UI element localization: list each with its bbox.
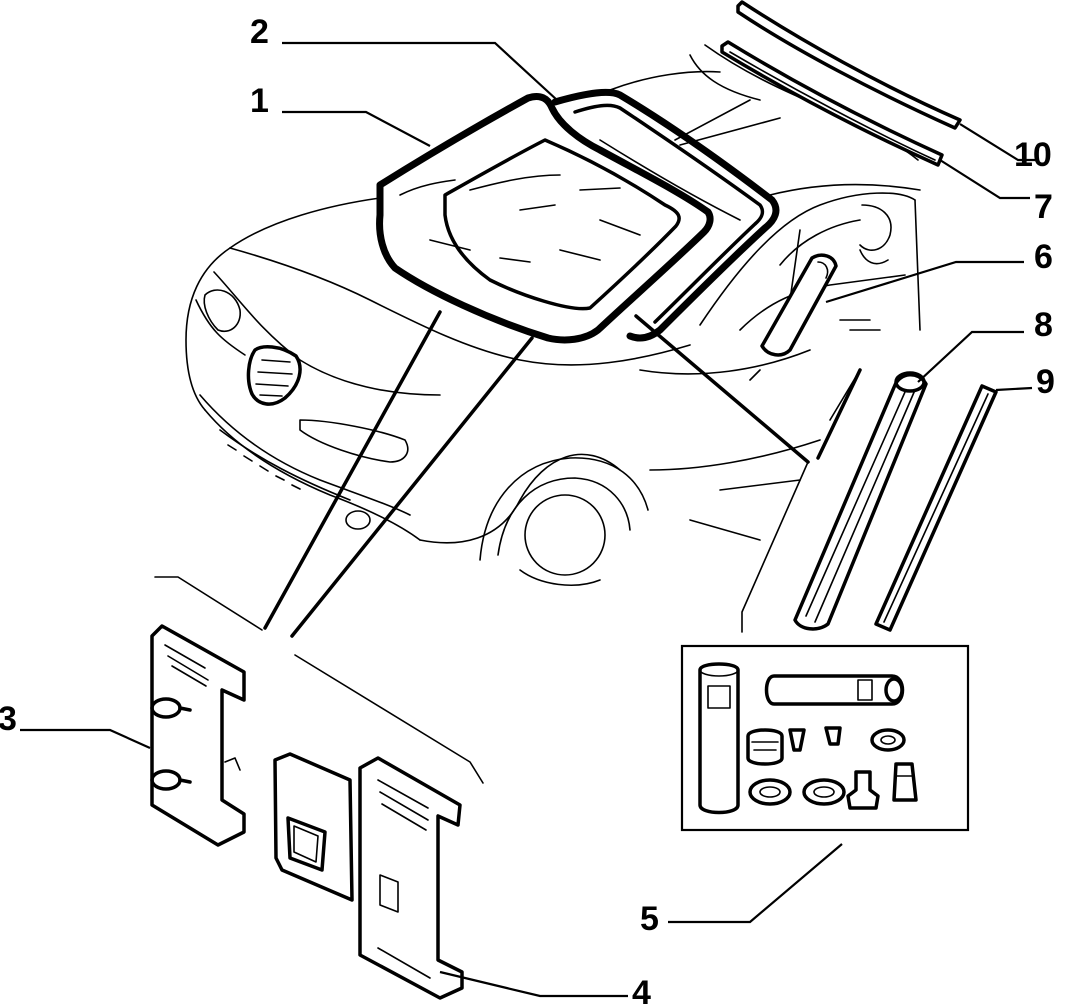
side-moulding-icon	[874, 384, 998, 632]
callout-5: 5	[640, 900, 659, 938]
callout-7: 7	[1034, 188, 1053, 226]
callout-leaders	[20, 41, 1036, 998]
callout-8: 8	[1034, 306, 1053, 344]
car-outline-icon	[185, 44, 921, 586]
leader-ray	[290, 336, 534, 638]
leader-ray	[741, 461, 809, 633]
mounting-bracket-icon	[273, 752, 464, 1000]
windscreen-seal-icon	[551, 88, 780, 342]
callout-10: 10	[1014, 136, 1052, 174]
callout-6: 6	[1034, 238, 1053, 276]
callout-9: 9	[1036, 363, 1055, 401]
roof-moulding-icon	[736, 0, 962, 130]
windscreen-glass-icon	[376, 92, 714, 344]
callout-3: 3	[0, 700, 17, 738]
leader-ray	[154, 576, 263, 631]
side-seal-icon	[793, 371, 928, 631]
callout-4: 4	[632, 974, 651, 1008]
callout-2: 2	[250, 13, 269, 51]
callout-1: 1	[250, 82, 269, 120]
leader-ray	[816, 368, 862, 460]
bonding-kit-icon	[680, 644, 970, 832]
mounting-clip-icon	[150, 624, 246, 847]
pillar-trim-icon	[760, 253, 838, 357]
leader-ray	[634, 314, 810, 464]
leader-ray	[263, 310, 442, 630]
leader-ray	[294, 654, 484, 784]
